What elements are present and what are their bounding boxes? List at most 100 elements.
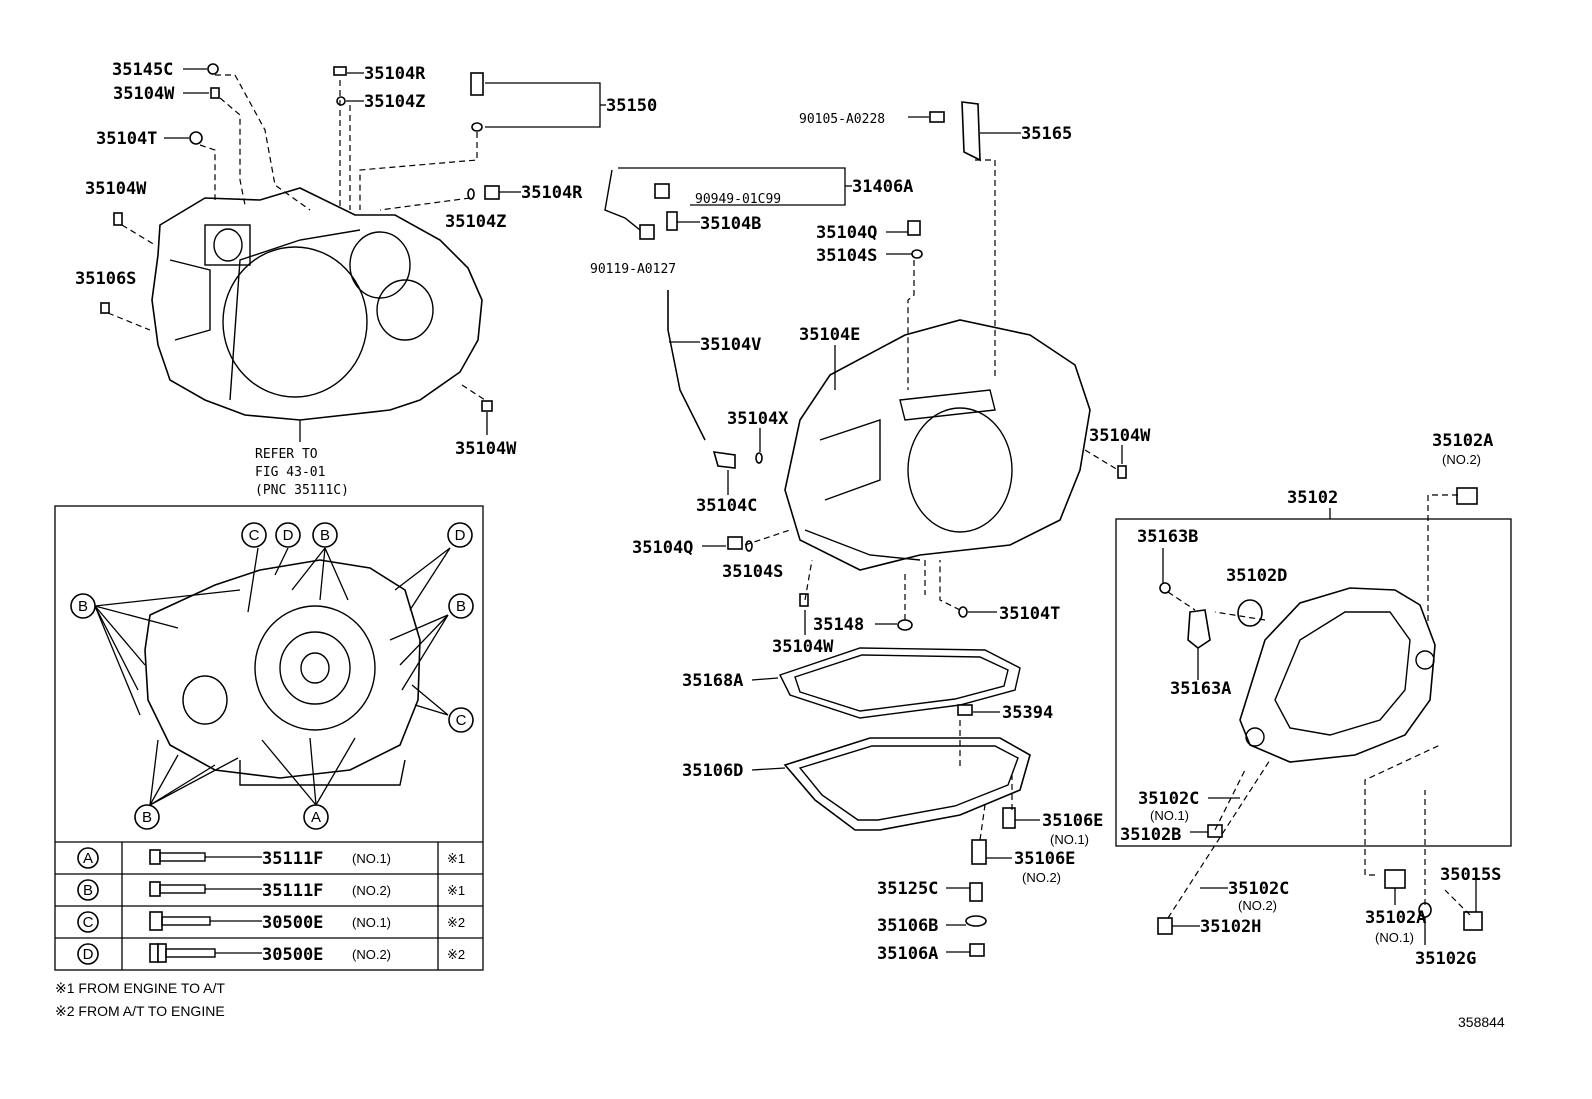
leader-lines (94, 68, 1477, 954)
callout-a: A (311, 809, 321, 826)
label-35102C-sub: (NO.1) (1150, 808, 1189, 823)
table-part: 35111F (262, 849, 323, 869)
refer-line-2: FIG 43-01 (255, 465, 325, 480)
callout-c: C (456, 712, 467, 729)
table-part: 30500E (262, 913, 323, 933)
label-35168A: 35168A (682, 671, 743, 691)
label-35104W: 35104W (772, 637, 834, 657)
label-35102H: 35102H (1200, 917, 1261, 937)
table-note: ※1 (447, 851, 465, 866)
label-35106D: 35106D (682, 761, 743, 781)
converter-housing (151, 187, 483, 421)
svg-text:C: C (83, 914, 94, 931)
label-90119-A0127: 90119-A0127 (590, 262, 676, 277)
oil-pan (783, 737, 1031, 831)
label-35104V: 35104V (700, 335, 761, 355)
label-35104W: 35104W (113, 84, 175, 104)
label-35163B: 35163B (1137, 527, 1198, 547)
label-35104W: 35104W (455, 439, 517, 459)
sensor (654, 183, 670, 199)
label-90949-01C99: 90949-01C99 (695, 192, 781, 207)
diagram-id: 358844 (1458, 1014, 1505, 1030)
label-35106S: 35106S (75, 269, 136, 289)
label-35102C: 35102C (1138, 789, 1199, 809)
label-35104Q: 35104Q (632, 538, 693, 558)
label-35104C: 35104C (696, 496, 757, 516)
table-bolts (149, 849, 216, 963)
bolt-90119 (639, 224, 655, 240)
label-35102: 35102 (1287, 488, 1338, 508)
label-35102A-sub: (NO.1) (1375, 930, 1414, 945)
label-35104Z: 35104Z (445, 212, 506, 232)
label-35104W: 35104W (85, 179, 147, 199)
footnote-1: ※1 FROM ENGINE TO A/T (55, 980, 225, 996)
label-35104W: 35104W (1089, 426, 1151, 446)
bolt-35104B (666, 211, 678, 231)
part-labels: 35145C 35104W 35104T 35104W 35106S 35104… (75, 60, 1505, 1030)
table-part: 30500E (262, 945, 323, 965)
callout-b: B (320, 527, 330, 544)
label-35104T: 35104T (96, 129, 157, 149)
label-35150: 35150 (606, 96, 657, 116)
callout-c: C (249, 527, 260, 544)
label-35106E-sub: (NO.1) (1050, 832, 1089, 847)
label-35163A: 35163A (1170, 679, 1231, 699)
table-note: ※1 (447, 883, 465, 898)
svg-text:B: B (83, 882, 93, 899)
label-35106E-sub: (NO.2) (1022, 870, 1061, 885)
label-35104B: 35104B (700, 214, 761, 234)
label-35104Q: 35104Q (816, 223, 877, 243)
label-35102B: 35102B (1120, 825, 1181, 845)
label-35104S: 35104S (722, 562, 783, 582)
table-part: 35111F (262, 881, 323, 901)
svg-text:A: A (83, 850, 93, 867)
callout-circles: B B A C D B D B C (70, 522, 474, 830)
callout-b: B (456, 598, 466, 615)
callout-d: D (283, 527, 294, 544)
label-35102D: 35102D (1226, 566, 1287, 586)
hose (667, 290, 706, 441)
transaxle-case (784, 319, 1091, 571)
table-note: ※2 (447, 915, 465, 930)
table-size: (NO.1) (352, 915, 391, 930)
oil-pan-gasket-inner (794, 654, 1009, 712)
label-35104S: 35104S (816, 246, 877, 266)
label-35106E: 35106E (1042, 811, 1103, 831)
label-90105-A0228: 90105-A0228 (799, 112, 885, 127)
label-35104T: 35104T (999, 604, 1060, 624)
sensor-bracket (604, 169, 641, 231)
magnet (957, 704, 973, 716)
refer-line-3: (PNC 35111C) (255, 483, 349, 498)
refer-line-1: REFER TO (255, 447, 318, 462)
callout-b: B (142, 809, 152, 826)
label-35102C-sub: (NO.2) (1238, 898, 1277, 913)
label-35104E: 35104E (799, 325, 860, 345)
bolt-location-box (54, 505, 484, 971)
label-35102G: 35102G (1415, 949, 1476, 969)
label-35102C: 35102C (1228, 879, 1289, 899)
bolt-table: A 35111F (NO.1) ※1 B 35111F (NO.2) ※1 C … (77, 847, 465, 965)
label-35125C: 35125C (877, 879, 938, 899)
differential-cover (1115, 518, 1512, 847)
label-35106B: 35106B (877, 916, 938, 936)
label-35102A: 35102A (1365, 908, 1426, 928)
label-35102A-sub: (NO.2) (1442, 452, 1481, 467)
label-35104Z: 35104Z (364, 92, 425, 112)
label-31406A: 31406A (852, 177, 913, 197)
label-35104X: 35104X (727, 409, 789, 429)
label-35104R: 35104R (364, 64, 426, 84)
label-35102A: 35102A (1432, 431, 1493, 451)
label-35015S: 35015S (1440, 865, 1501, 885)
label-35394: 35394 (1002, 703, 1053, 723)
label-35148: 35148 (813, 615, 864, 635)
dashed-lines (107, 74, 1471, 919)
label-35104R: 35104R (521, 183, 583, 203)
label-35165: 35165 (1021, 124, 1072, 144)
table-row: B 35111F (NO.2) ※1 (77, 879, 465, 901)
label-35106A: 35106A (877, 944, 938, 964)
table-row: C 30500E (NO.1) ※2 (77, 911, 465, 933)
table-size: (NO.1) (352, 851, 391, 866)
footnote-2: ※2 FROM A/T TO ENGINE (55, 1003, 225, 1019)
